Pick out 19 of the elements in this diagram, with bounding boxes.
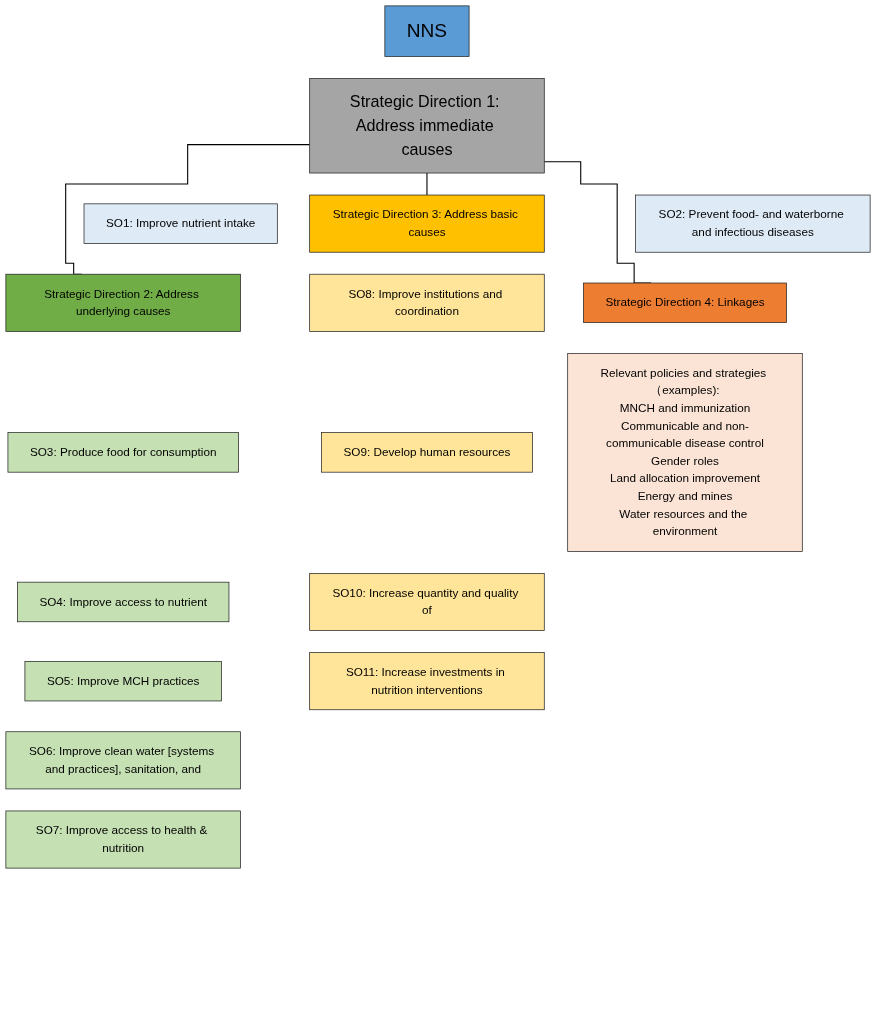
node-box: SO5: Improve MCH practices [24,661,222,702]
node-box: SO1: Improve nutrient intake [83,203,278,244]
node-box: SO8: Improve institutions and coordination [309,273,545,332]
node-box: Strategic Direction 3: Address basic causes [309,194,545,253]
node-box: SO6: Improve clean water [systems and practices], sanitation, and [5,731,241,790]
node-box: SO9: Develop human resources [321,432,533,473]
node-box: SO4: Improve access to nutrient [17,581,230,623]
node-box: Strategic Direction 2: Address underlying causes [5,273,241,332]
connector [426,172,428,196]
node-box: SO3: Produce food for consumption [7,432,239,473]
node-box: Strategic Direction 4: Linkages [583,282,787,323]
node-box: Relevant policies and strategies （examples): MNCH and immunization Communicable and non-communicable disease control Gender roles Land allocation improvement Energy and mines Water resources and the environment [567,353,803,552]
node-box: SO7: Improve access to health & nutrition [5,810,241,869]
node-box: SO10: Increase quantity and quality of [309,573,545,631]
node-box: NNS [384,5,470,57]
connector [65,144,311,275]
node-box: Strategic Direction 1: Address immediate causes [309,78,545,174]
node-box: SO2: Prevent food- and waterborne and infectious diseases [635,194,871,253]
node-box: SO11: Increase investments in nutrition interventions [309,652,545,711]
